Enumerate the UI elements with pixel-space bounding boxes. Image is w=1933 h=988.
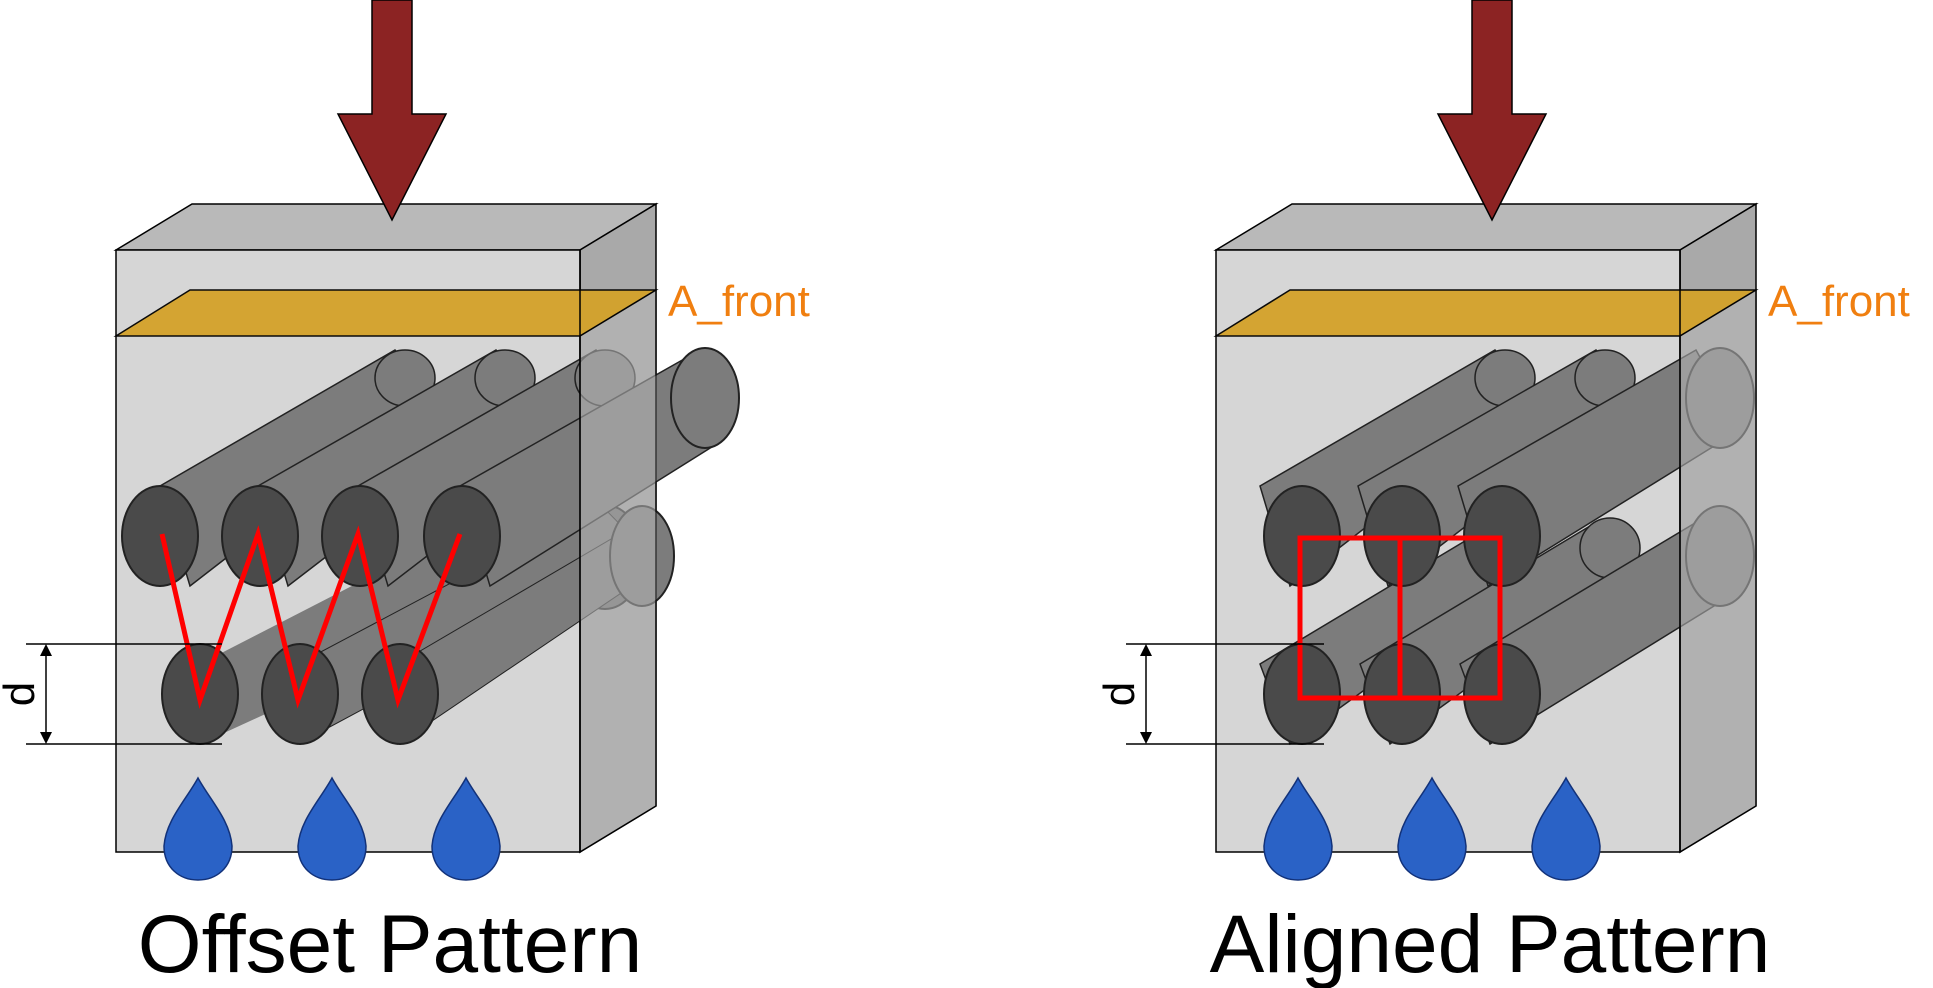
box-top-face bbox=[113, 203, 659, 251]
spacing-label: d bbox=[1095, 682, 1144, 706]
front-label: A_front bbox=[1768, 277, 1910, 326]
arrow-down-icon bbox=[336, 0, 448, 222]
spacing-dimension bbox=[1126, 643, 1324, 745]
box-side-glass bbox=[579, 288, 657, 854]
box-side-glass bbox=[1679, 288, 1757, 854]
front-plane bbox=[1213, 289, 1759, 337]
panel-caption: Offset Pattern bbox=[138, 899, 642, 988]
front-plane bbox=[113, 289, 659, 337]
arrow-down-icon bbox=[1436, 0, 1548, 222]
spacing-dimension bbox=[26, 643, 222, 745]
tube-end bbox=[423, 485, 501, 587]
water-drop-icon bbox=[1397, 776, 1467, 881]
water-drop-icon bbox=[1263, 776, 1333, 881]
panel-offset: d A_front Offset Pattern bbox=[0, 0, 810, 988]
box-top-face bbox=[1213, 203, 1759, 251]
front-label: A_front bbox=[668, 277, 810, 326]
panel-aligned: d A_front Aligned Pattern bbox=[1095, 0, 1910, 988]
water-drop-icon bbox=[297, 776, 367, 881]
aligned-trace bbox=[1297, 535, 1503, 701]
spacing-label: d bbox=[0, 682, 44, 706]
offset-trace bbox=[159, 525, 463, 710]
water-drop-icon bbox=[1531, 776, 1601, 881]
water-drop-icon bbox=[163, 776, 233, 881]
panel-caption: Aligned Pattern bbox=[1210, 899, 1771, 988]
water-drop-icon bbox=[431, 776, 501, 881]
